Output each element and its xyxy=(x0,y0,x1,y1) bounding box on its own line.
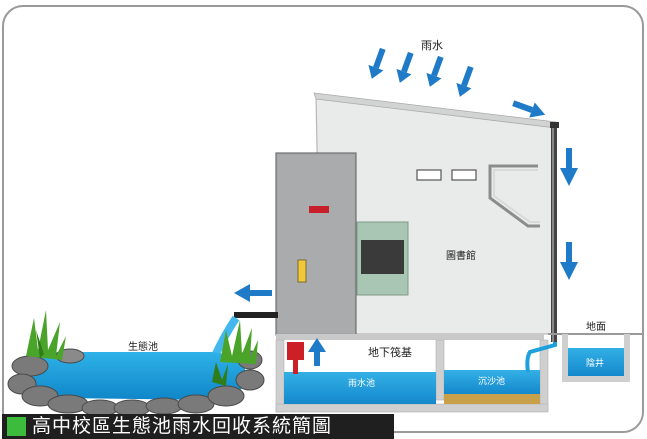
label-library: 圖書館 xyxy=(446,249,476,262)
wall-window xyxy=(416,169,442,181)
roof-flow-arrow xyxy=(512,100,546,118)
pond-water xyxy=(22,352,247,400)
gutter xyxy=(550,122,559,128)
outflow-pipe xyxy=(234,312,278,318)
label-ecopond: 生態池 xyxy=(128,340,158,353)
wall-window xyxy=(451,169,477,181)
grass-right xyxy=(212,320,258,386)
label-rainpool: 雨水池 xyxy=(348,377,375,389)
sand-sediment xyxy=(444,394,540,404)
red-vent xyxy=(309,206,329,213)
wall-pipe xyxy=(488,164,540,228)
downpipe-arrow xyxy=(560,242,578,280)
rain-pool-water xyxy=(284,372,436,404)
label-rain: 雨水 xyxy=(421,39,443,52)
downpipe-arrow xyxy=(560,148,578,186)
pump xyxy=(287,342,304,360)
grass-left xyxy=(26,310,66,360)
label-ground: 地面 xyxy=(586,320,606,333)
label-basement: 地下筏基 xyxy=(368,345,412,359)
pond-rocks xyxy=(7,348,265,417)
label-sandpool: 沉沙池 xyxy=(478,375,505,387)
inflow-pipe xyxy=(525,342,557,373)
well-pit xyxy=(548,333,644,382)
caption-title: 高中校區生態池雨水回收系統簡圖 xyxy=(32,415,333,437)
sand-pool-water xyxy=(444,370,540,394)
caption-bar: 高中校區生態池雨水回收系統簡圖 xyxy=(2,414,394,439)
rain-arrows xyxy=(368,47,474,97)
basement-structure xyxy=(275,334,549,413)
pump-up-arrow xyxy=(308,338,326,366)
outflow-arrow xyxy=(234,284,272,302)
yellow-panel xyxy=(297,259,307,283)
label-wellpit: 陰井 xyxy=(586,357,604,369)
tower-block xyxy=(275,152,357,336)
caption-square-icon xyxy=(7,417,26,436)
well-water xyxy=(568,348,624,376)
eco-pond xyxy=(7,310,278,417)
green-window xyxy=(356,221,409,296)
